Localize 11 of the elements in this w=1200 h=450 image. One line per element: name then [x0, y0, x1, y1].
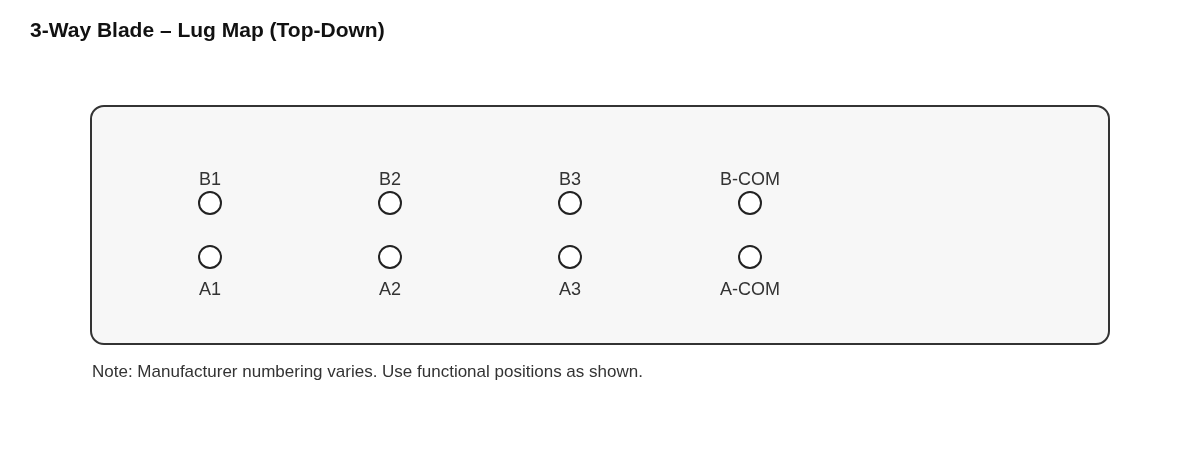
lug-label: A2 [379, 279, 401, 299]
switch-body [90, 105, 1110, 345]
lug-label: B-COM [720, 169, 780, 189]
lug-label: B2 [379, 169, 401, 189]
lug-label: B1 [199, 169, 221, 189]
diagram-title: 3-Way Blade – Lug Map (Top-Down) [30, 18, 385, 42]
lug-label: A-COM [720, 279, 780, 299]
lug-label: A3 [559, 279, 581, 299]
note-text: Note: Manufacturer numbering varies. Use functional positions as shown. [92, 362, 643, 382]
lug-label: A1 [199, 279, 221, 299]
lug-label: B3 [559, 169, 581, 189]
